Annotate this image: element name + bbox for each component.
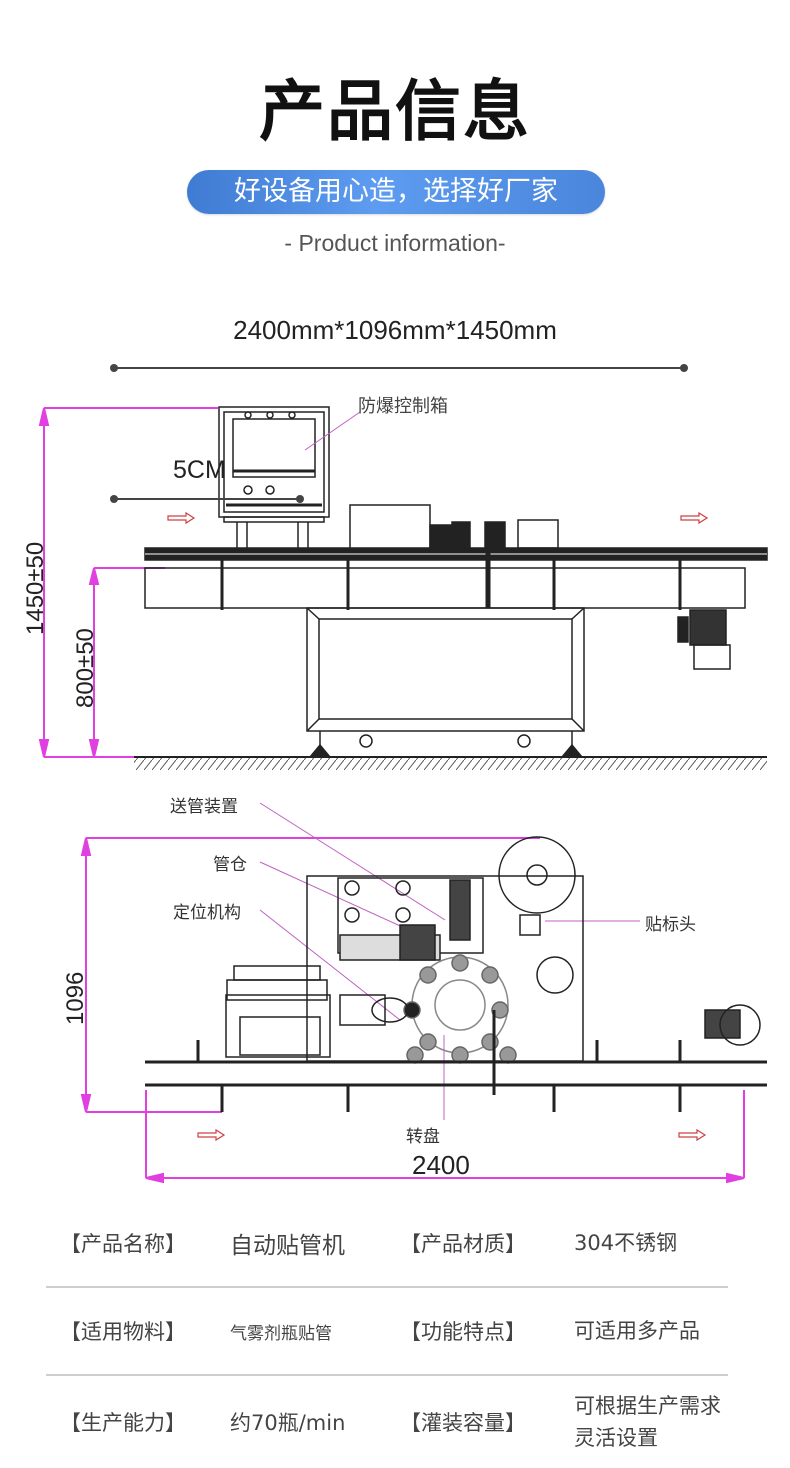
spec-value: 可根据生产需求灵活设置 <box>574 1394 721 1450</box>
turntable-rollers <box>403 954 517 1064</box>
spec-value: 可适用多产品 <box>574 1319 700 1343</box>
machine-drawing <box>38 406 768 1184</box>
overall-dimensions: 2400mm*1096mm*1450mm <box>233 315 557 345</box>
control-box <box>218 406 330 518</box>
control-box-label: 防爆控制箱 <box>358 396 448 417</box>
width-label: 1096 <box>62 971 89 1025</box>
flow-arrows-side <box>167 511 709 525</box>
width-label-wrap: 1096 <box>62 945 92 1035</box>
label-positioning: 定位机构 <box>173 903 241 923</box>
spec-label: 【产品材质】 <box>400 1232 526 1256</box>
spec-label: 【功能特点】 <box>400 1320 526 1344</box>
spec-label: 【生产能力】 <box>60 1411 186 1435</box>
table-height-label-wrap: 800±50 <box>72 600 102 720</box>
page-title: 产品信息 <box>259 73 531 150</box>
label-labeling-head: 贴标头 <box>645 915 696 935</box>
spec-value: 自动贴管机 <box>230 1233 345 1259</box>
spec-label: 【产品名称】 <box>60 1232 186 1256</box>
slogan-banner: 好设备用心造，选择好厂家 <box>187 170 605 214</box>
divider-dot-left <box>110 364 118 372</box>
spec-table: 【产品名称】 自动贴管机 【产品材质】 304不锈钢 【适用物料】 气雾剂瓶贴管… <box>46 1200 728 1468</box>
spec-row: 【适用物料】 气雾剂瓶贴管 【功能特点】 可适用多产品 <box>46 1288 728 1376</box>
length-label: 2400 <box>412 1150 470 1180</box>
spec-row: 【生产能力】 约70瓶/min 【灌装容量】 可根据生产需求灵活设置 <box>46 1376 728 1468</box>
side-view <box>38 406 768 770</box>
dimension-divider <box>114 367 684 369</box>
label-tube-feeder: 送管装置 <box>170 797 238 817</box>
spec-value: 气雾剂瓶贴管 <box>230 1323 332 1344</box>
spec-label: 【适用物料】 <box>60 1320 186 1344</box>
spec-value: 约70瓶/min <box>230 1411 346 1435</box>
spec-row: 【产品名称】 自动贴管机 【产品材质】 304不锈钢 <box>46 1200 728 1288</box>
spec-value: 304不锈钢 <box>574 1231 678 1255</box>
spec-label: 【灌装容量】 <box>400 1411 526 1435</box>
table-height-label: 800±50 <box>72 628 99 708</box>
label-tube-magazine: 管仓 <box>213 855 247 875</box>
divider-dot-right <box>680 364 688 372</box>
top-view <box>80 802 767 1184</box>
width-length-dimension-lines <box>80 837 745 1184</box>
scale-note: 5CM <box>173 456 226 484</box>
total-height-label: 1450±50 <box>22 541 49 635</box>
flow-arrows-top <box>197 1128 707 1142</box>
section-subtitle: - Product information- <box>284 230 506 256</box>
total-height-label-wrap: 1450±50 <box>22 520 52 640</box>
label-turntable: 转盘 <box>406 1127 440 1147</box>
height-dimension-lines <box>38 407 218 758</box>
